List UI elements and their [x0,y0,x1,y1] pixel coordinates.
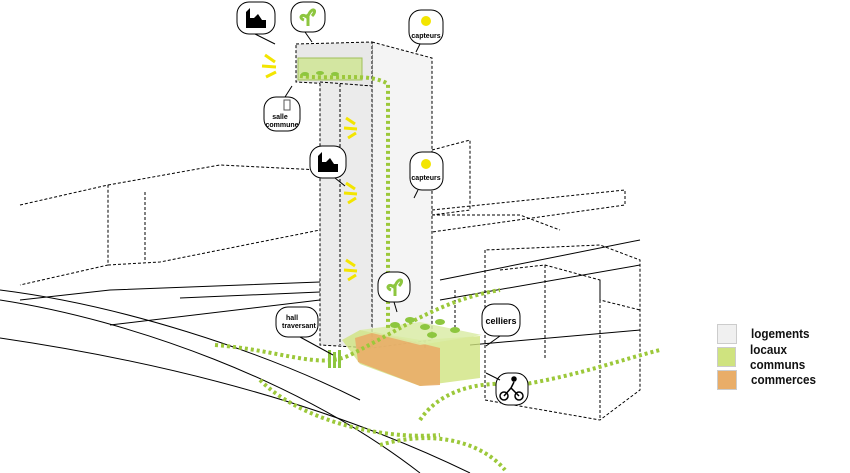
green-paths [214,74,661,472]
legend-item-logements: logements [717,322,850,345]
bubble-church-mid [309,145,347,187]
plant-icons [301,71,460,368]
legend-swatch [717,369,737,390]
legend-swatch [717,323,737,344]
svg-text:celliers: celliers [485,316,516,326]
tower-logements [295,41,433,349]
legend: logements locaux communs commerces [717,322,850,391]
bubble-plant-low [377,271,411,313]
plant-icon [386,278,403,296]
legend-item-commerces: commerces [717,368,850,391]
sun-icon [421,159,431,169]
sun-icon [421,16,431,26]
legend-item-locaux-communs: locaux communs [717,342,850,372]
svg-text:traversant: traversant [282,323,317,330]
sun-rays [261,53,358,282]
bubble-capteurs-top: capteurs [408,9,444,53]
bubble-celliers: celliers [481,303,521,347]
bubble-hall-traversant: hall traversant [275,306,334,356]
people-icon [283,99,291,111]
church-icon [318,152,338,172]
plant-icon [299,8,316,26]
svg-text:salle: salle [272,114,288,121]
ground-floor-block [342,322,482,386]
rooftop-garden [297,57,363,81]
bubble-church-top [236,1,276,45]
svg-text:hall: hall [286,315,298,322]
context-buildings [19,139,641,421]
church-icon [246,8,266,28]
capteurs-label: capteurs [411,33,440,40]
bubble-bike [485,372,529,406]
bubble-capteurs-mid: capteurs [409,151,444,199]
bubble-salle-commune: salle commune [263,85,301,132]
legend-swatch [717,346,736,367]
svg-text:capteurs: capteurs [411,175,440,182]
street-lines [0,239,641,473]
svg-text:commune: commune [265,122,298,129]
bicycle-icon [499,376,524,401]
bubble-plant-top [290,1,326,43]
